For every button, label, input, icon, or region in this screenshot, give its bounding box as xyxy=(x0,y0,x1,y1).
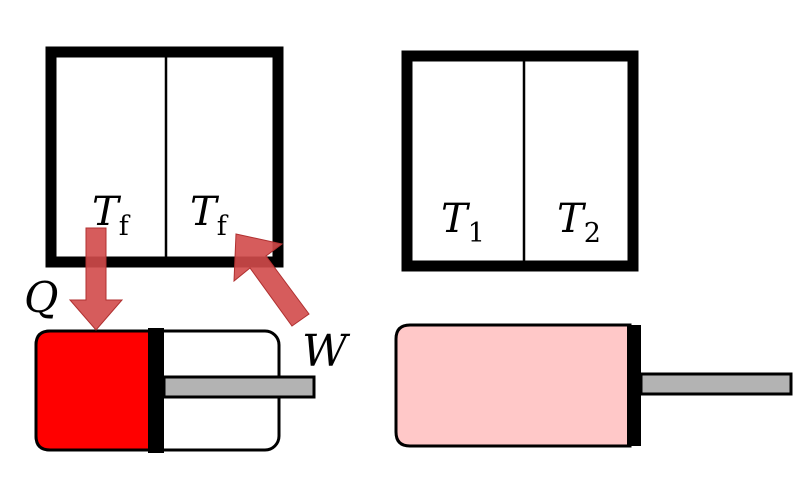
left-system: Tf Tf Q W xyxy=(24,46,351,453)
left-hot-chamber xyxy=(34,329,152,452)
left-piston-head xyxy=(148,328,164,453)
heat-arrow xyxy=(68,227,124,331)
right-piston-rod xyxy=(639,372,793,396)
right-box-left-label: T1 xyxy=(441,196,485,249)
left-piston-rod xyxy=(162,375,316,399)
work-arrow xyxy=(233,233,310,327)
work-label: W xyxy=(302,326,351,377)
right-box-right-label: T2 xyxy=(557,196,601,249)
left-box xyxy=(45,46,284,268)
right-piston-head xyxy=(627,325,641,446)
right-cylinder xyxy=(394,323,632,448)
heat-label: Q xyxy=(24,273,58,322)
left-box-left-label: Tf xyxy=(92,189,131,242)
left-box-right-label: Tf xyxy=(190,189,229,242)
right-box xyxy=(401,50,639,272)
right-system: T1 T2 xyxy=(394,50,793,448)
